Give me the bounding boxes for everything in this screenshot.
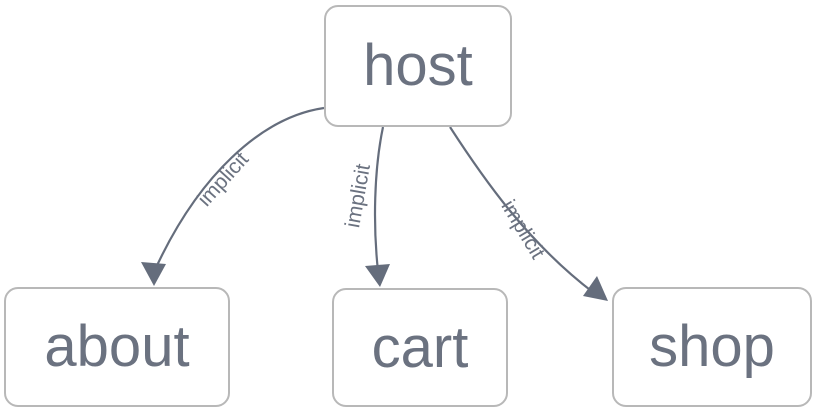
edge-host-cart[interactable]: implicit (341, 126, 390, 287)
edge-host-shop-label: implicit (496, 196, 549, 263)
node-cart[interactable]: cart (332, 288, 508, 407)
node-about-label: about (44, 314, 190, 379)
edge-host-about[interactable]: implicit (141, 106, 325, 286)
edge-host-cart-arrowhead-icon (365, 264, 390, 287)
edge-host-shop-arrowhead-icon (583, 276, 608, 301)
node-about[interactable]: about (4, 287, 230, 407)
edge-host-shop[interactable]: implicit (449, 126, 608, 301)
node-cart-label: cart (371, 314, 469, 380)
node-host[interactable]: host (324, 5, 512, 127)
node-host-label: host (363, 33, 473, 98)
node-shop[interactable]: shop (612, 287, 812, 407)
edge-host-about-label: implicit (193, 148, 253, 211)
edge-host-about-line (152, 106, 325, 273)
edge-host-cart-label: implicit (341, 162, 375, 229)
node-shop-label: shop (649, 314, 775, 379)
edge-host-shop-line (449, 126, 595, 294)
edge-host-cart-line (373, 126, 385, 272)
edge-host-about-arrowhead-icon (141, 262, 166, 286)
